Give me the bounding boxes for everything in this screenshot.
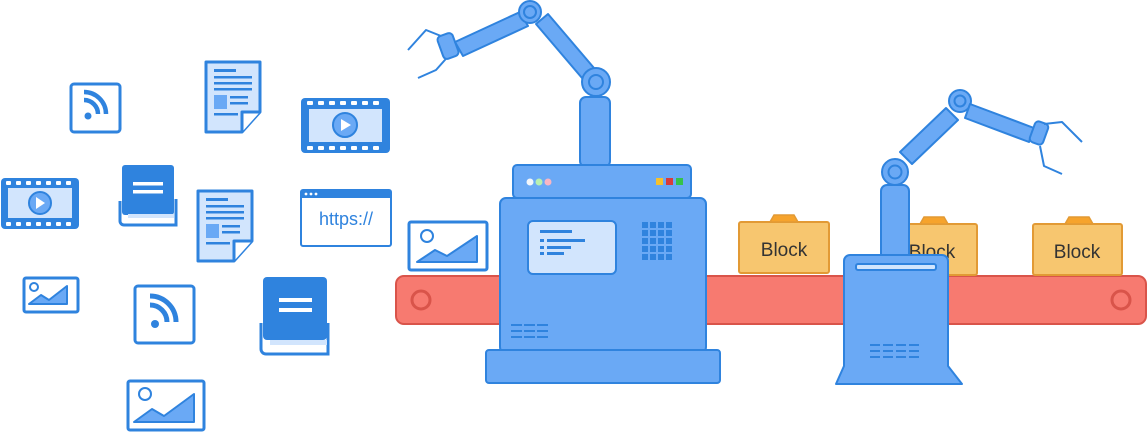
belt-roller-right xyxy=(1110,289,1132,311)
block-label: Block xyxy=(1054,242,1101,263)
block-box: Block xyxy=(738,214,830,274)
book-icon xyxy=(118,165,178,227)
indicator-light xyxy=(526,178,534,186)
browser-window-icon: https:// xyxy=(300,189,392,247)
url-text: https:// xyxy=(319,209,373,229)
stamping-machine xyxy=(835,254,963,385)
book-icon xyxy=(259,277,330,356)
document-icon xyxy=(196,189,254,263)
belt-roller-left xyxy=(410,289,432,311)
rss-icon xyxy=(69,82,122,134)
image-icon xyxy=(126,379,206,432)
image-icon xyxy=(407,220,489,272)
video-icon xyxy=(1,178,79,229)
indicator-light xyxy=(656,178,663,185)
rss-icon xyxy=(133,284,196,345)
indicator-light xyxy=(535,178,543,186)
block-label: Block xyxy=(761,240,808,261)
indicator-light xyxy=(666,178,673,185)
indicator-light xyxy=(544,178,552,186)
indicator-light xyxy=(676,178,683,185)
video-icon xyxy=(301,98,390,153)
block-box: Block xyxy=(1032,216,1123,276)
robot-arm-right xyxy=(880,89,1083,266)
stamp-slot xyxy=(855,263,937,271)
processing-machine xyxy=(485,164,721,384)
keypad xyxy=(642,222,672,260)
robot-arm-left xyxy=(407,0,611,168)
image-icon xyxy=(22,276,80,314)
document-icon xyxy=(204,60,262,134)
machine-screen xyxy=(527,220,617,275)
